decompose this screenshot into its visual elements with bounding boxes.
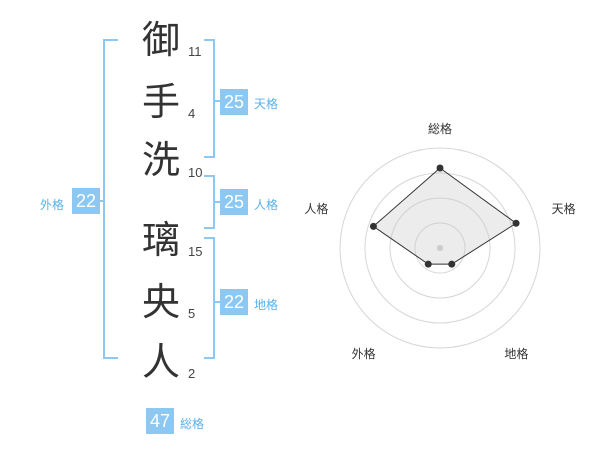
gaikaku-label: 外格 — [40, 198, 65, 212]
chikaku-bracket — [204, 237, 215, 359]
name-char-1: 御 — [141, 18, 180, 62]
gaikaku-bracket — [103, 39, 118, 359]
stroke-count-2: 4 — [188, 106, 196, 121]
radar-axis-label-chikaku: 地格 — [504, 347, 529, 362]
radar-ring — [414, 222, 466, 274]
radar-center — [437, 245, 443, 251]
name-char-2: 手 — [141, 80, 180, 124]
radar-ring — [389, 197, 491, 299]
radar-ring — [339, 147, 541, 349]
stroke-count-3: 10 — [188, 165, 203, 180]
name-char-4: 璃 — [141, 218, 180, 262]
radar-axis-label-soukaku: 総格 — [427, 122, 452, 136]
stroke-count-6: 2 — [188, 366, 196, 381]
radar-point — [424, 260, 432, 268]
tenkaku-bracket — [204, 39, 215, 158]
name-char-6: 人 — [141, 340, 180, 384]
chikaku-label: 地格 — [254, 298, 279, 312]
radar-point — [512, 219, 520, 227]
tenkaku-label: 天格 — [254, 97, 279, 111]
soukaku-label: 総格 — [180, 417, 205, 431]
radar-ring — [364, 172, 516, 324]
radar-axis-label-tenkaku: 天格 — [551, 201, 576, 216]
stroke-count-5: 5 — [188, 306, 196, 321]
soukaku-value: 47 — [146, 408, 174, 434]
stroke-count-4: 15 — [188, 244, 203, 259]
chikaku-value: 22 — [220, 289, 248, 315]
stroke-count-1: 11 — [188, 44, 202, 59]
tenkaku-value: 25 — [220, 89, 248, 115]
jinkaku-label: 人格 — [254, 198, 279, 212]
name-char-3: 洗 — [141, 138, 180, 182]
radar-axis-label-jinkaku: 人格 — [304, 201, 329, 216]
jinkaku-value: 25 — [220, 189, 248, 215]
radar-point — [369, 222, 377, 230]
radar-axis-label-gaikaku: 外格 — [351, 347, 376, 362]
radar-area — [372, 167, 517, 265]
gaikaku-value: 22 — [72, 188, 100, 214]
radar-point — [436, 164, 444, 172]
name-char-5: 央 — [141, 280, 180, 324]
radar-point — [448, 260, 456, 268]
